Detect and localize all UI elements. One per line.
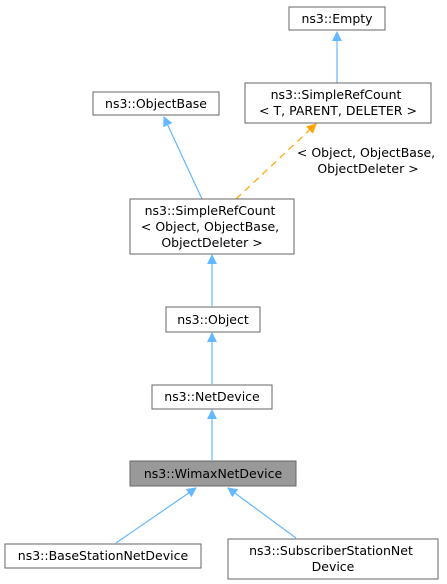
edge-subscriberstation-to-wimax	[227, 487, 297, 539]
node-wimaxnetdevice-label: ns3::WimaxNetDevice	[144, 466, 283, 481]
node-simplerefcount-template-label: ns3::SimpleRefCount < T, PARENT, DELETER…	[259, 87, 417, 118]
node-empty-label: ns3::Empty	[301, 11, 373, 26]
edge-template-instantiation	[235, 123, 317, 200]
node-objectbase[interactable]: ns3::ObjectBase	[92, 91, 220, 116]
node-object[interactable]: ns3::Object	[165, 306, 261, 333]
node-simplerefcount-object-label: ns3::SimpleRefCount < Object, ObjectBase…	[141, 203, 283, 250]
node-subscriberstationnetdevice[interactable]: ns3::SubscriberStationNet Device	[227, 538, 439, 580]
node-basestationnetdevice-label: ns3::BaseStationNetDevice	[18, 548, 189, 563]
node-netdevice[interactable]: ns3::NetDevice	[151, 384, 273, 410]
template-edge-label-line-1: < Object, ObjectBase,	[297, 145, 435, 160]
node-netdevice-label: ns3::NetDevice	[164, 389, 260, 404]
edge-basestation-to-wimax	[115, 487, 197, 544]
node-basestationnetdevice[interactable]: ns3::BaseStationNetDevice	[4, 543, 202, 569]
node-wimaxnetdevice[interactable]: ns3::WimaxNetDevice	[129, 460, 297, 487]
template-edge-label-line-2: ObjectDeleter >	[317, 161, 418, 176]
node-subscriberstationnetdevice-label: ns3::SubscriberStationNet Device	[249, 543, 417, 574]
node-objectbase-label: ns3::ObjectBase	[105, 96, 207, 111]
edge-simplerefcount-object-to-objectbase	[163, 116, 203, 200]
node-object-label: ns3::Object	[177, 312, 249, 327]
node-empty[interactable]: ns3::Empty	[288, 6, 386, 31]
edges-layer	[115, 31, 342, 544]
node-simplerefcount-object[interactable]: ns3::SimpleRefCount < Object, ObjectBase…	[129, 198, 295, 255]
template-edge-label: < Object, ObjectBase, ObjectDeleter >	[297, 145, 439, 176]
node-simplerefcount-template[interactable]: ns3::SimpleRefCount < T, PARENT, DELETER…	[244, 82, 432, 124]
